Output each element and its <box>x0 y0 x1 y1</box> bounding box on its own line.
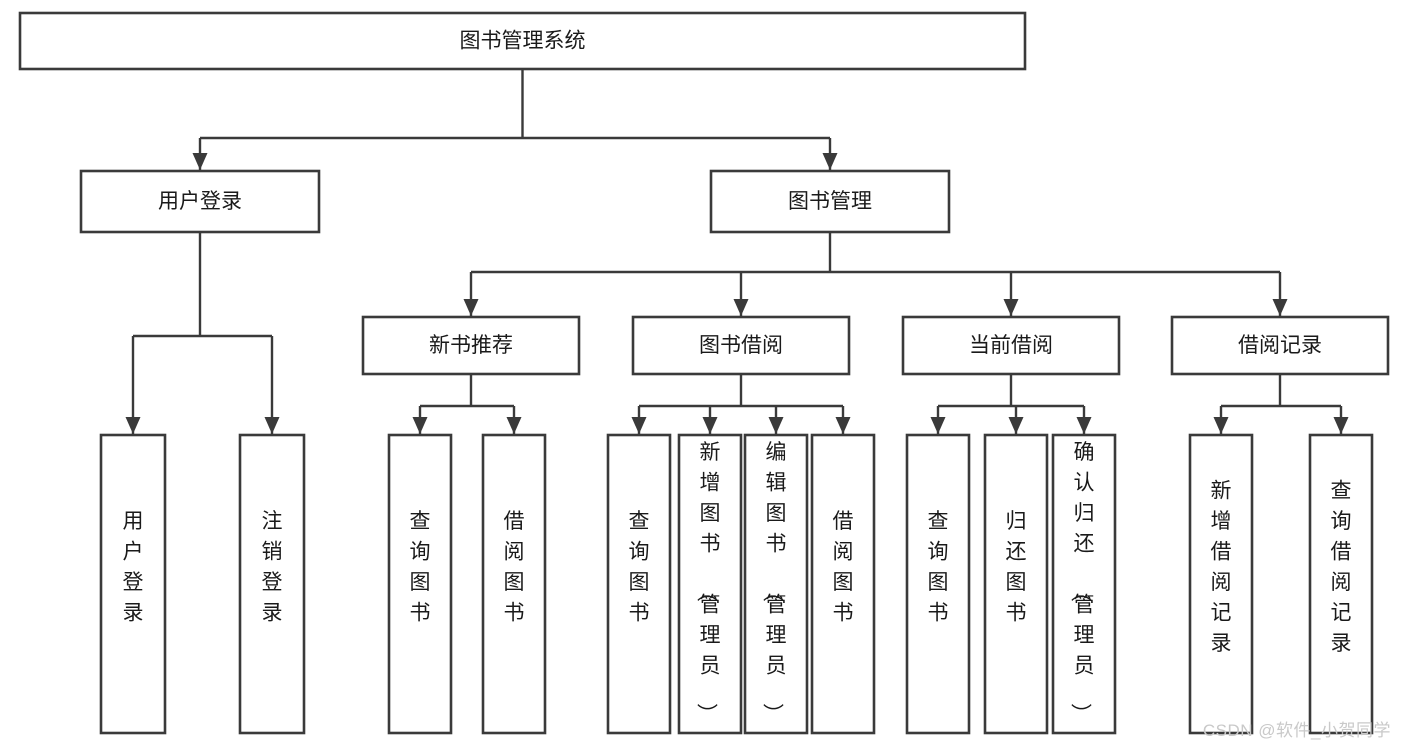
node-label-record-query: 查询借阅记录 <box>1331 480 1352 656</box>
node-current-confirm-return[interactable]: 确认归还（管理员） <box>1051 433 1117 735</box>
node-label-book-borrow: 图书借阅 <box>699 334 783 357</box>
arrow-head-icon <box>822 153 838 170</box>
arrow-head-icon <box>264 417 280 434</box>
arrow-head-icon <box>506 417 522 434</box>
node-label-new-book-recommend: 新书推荐 <box>429 334 513 357</box>
node-box-user-login[interactable] <box>79 169 321 234</box>
node-box-current-borrow[interactable] <box>901 315 1121 376</box>
node-box-borrow-edit-book[interactable] <box>743 433 809 735</box>
node-recommend-borrow-book[interactable]: 借阅图书 <box>481 433 547 735</box>
node-borrow-edit-book[interactable]: 编辑图书（管理员） <box>743 433 809 735</box>
node-label-borrow-borrow-book: 借阅图书 <box>833 510 854 625</box>
node-record-query[interactable]: 查询借阅记录 <box>1308 433 1374 735</box>
arrow-head-icon <box>125 417 141 434</box>
arrow-head-icon <box>463 299 479 316</box>
node-label-user-login-do: 用户登录 <box>123 510 144 625</box>
node-box-borrow-query-book[interactable] <box>606 433 672 735</box>
node-record-add[interactable]: 新增借阅记录 <box>1188 433 1254 735</box>
arrow-head-icon <box>1008 417 1024 434</box>
node-box-recommend-query-book[interactable] <box>387 433 453 735</box>
node-user-login[interactable]: 用户登录 <box>79 169 321 234</box>
node-new-book-recommend[interactable]: 新书推荐 <box>361 315 581 376</box>
node-label-borrow-records: 借阅记录 <box>1238 334 1322 357</box>
arrow-head-icon <box>930 417 946 434</box>
node-label-user-logout: 注销登录 <box>262 510 283 625</box>
arrow-head-icon <box>1213 417 1229 434</box>
arrow-head-icon <box>733 299 749 316</box>
node-label-current-query-book: 查询图书 <box>928 510 949 625</box>
node-box-user-logout[interactable] <box>238 433 306 735</box>
node-user-logout[interactable]: 注销登录 <box>238 433 306 735</box>
node-label-user-login: 用户登录 <box>158 190 242 213</box>
node-book-borrow[interactable]: 图书借阅 <box>631 315 851 376</box>
node-borrow-borrow-book[interactable]: 借阅图书 <box>810 433 876 735</box>
arrow-head-icon <box>631 417 647 434</box>
node-box-root[interactable] <box>18 11 1027 71</box>
node-borrow-add-book[interactable]: 新增图书（管理员） <box>677 433 743 735</box>
node-box-book-borrow[interactable] <box>631 315 851 376</box>
node-box-borrow-borrow-book[interactable] <box>810 433 876 735</box>
node-user-login-do[interactable]: 用户登录 <box>99 433 167 735</box>
node-label-borrow-edit-book: 编辑图书（管理员） <box>761 441 787 724</box>
node-recommend-query-book[interactable]: 查询图书 <box>387 433 453 735</box>
node-label-borrow-query-book: 查询图书 <box>629 510 650 625</box>
node-label-recommend-query-book: 查询图书 <box>410 510 431 625</box>
node-box-borrow-add-book[interactable] <box>677 433 743 735</box>
node-current-borrow[interactable]: 当前借阅 <box>901 315 1121 376</box>
node-label-current-borrow: 当前借阅 <box>969 334 1053 357</box>
node-label-borrow-add-book: 新增图书（管理员） <box>695 441 721 724</box>
node-label-book-manage: 图书管理 <box>788 190 872 213</box>
node-box-user-login-do[interactable] <box>99 433 167 735</box>
node-book-manage[interactable]: 图书管理 <box>709 169 951 234</box>
arrow-head-icon <box>835 417 851 434</box>
node-label-root: 图书管理系统 <box>460 30 586 53</box>
node-box-current-confirm-return[interactable] <box>1051 433 1117 735</box>
node-box-book-manage[interactable] <box>709 169 951 234</box>
node-box-current-query-book[interactable] <box>905 433 971 735</box>
node-box-borrow-records[interactable] <box>1170 315 1390 376</box>
node-borrow-records[interactable]: 借阅记录 <box>1170 315 1390 376</box>
arrow-head-icon <box>192 153 208 170</box>
connectors-layer <box>125 69 1349 434</box>
arrow-head-icon <box>768 417 784 434</box>
node-label-record-add: 新增借阅记录 <box>1211 480 1232 656</box>
node-label-current-confirm-return: 确认归还（管理员） <box>1069 441 1095 724</box>
node-box-new-book-recommend[interactable] <box>361 315 581 376</box>
node-box-current-return-book[interactable] <box>983 433 1049 735</box>
arrow-head-icon <box>1003 299 1019 316</box>
node-label-recommend-borrow-book: 借阅图书 <box>504 510 525 625</box>
arrow-head-icon <box>1076 417 1092 434</box>
node-label-current-return-book: 归还图书 <box>1006 510 1027 625</box>
node-current-query-book[interactable]: 查询图书 <box>905 433 971 735</box>
nodes-layer: 图书管理系统用户登录用户登录注销登录图书管理新书推荐查询图书借阅图书图书借阅查询… <box>18 11 1390 735</box>
node-root[interactable]: 图书管理系统 <box>18 11 1027 71</box>
node-box-record-add[interactable] <box>1188 433 1254 735</box>
arrow-head-icon <box>412 417 428 434</box>
node-borrow-query-book[interactable]: 查询图书 <box>606 433 672 735</box>
node-box-recommend-borrow-book[interactable] <box>481 433 547 735</box>
node-box-record-query[interactable] <box>1308 433 1374 735</box>
arrow-head-icon <box>1272 299 1288 316</box>
arrow-head-icon <box>1333 417 1349 434</box>
node-current-return-book[interactable]: 归还图书 <box>983 433 1049 735</box>
arrow-head-icon <box>702 417 718 434</box>
csdn-watermark: CSDN @软件_小贺同学 <box>1202 721 1391 740</box>
